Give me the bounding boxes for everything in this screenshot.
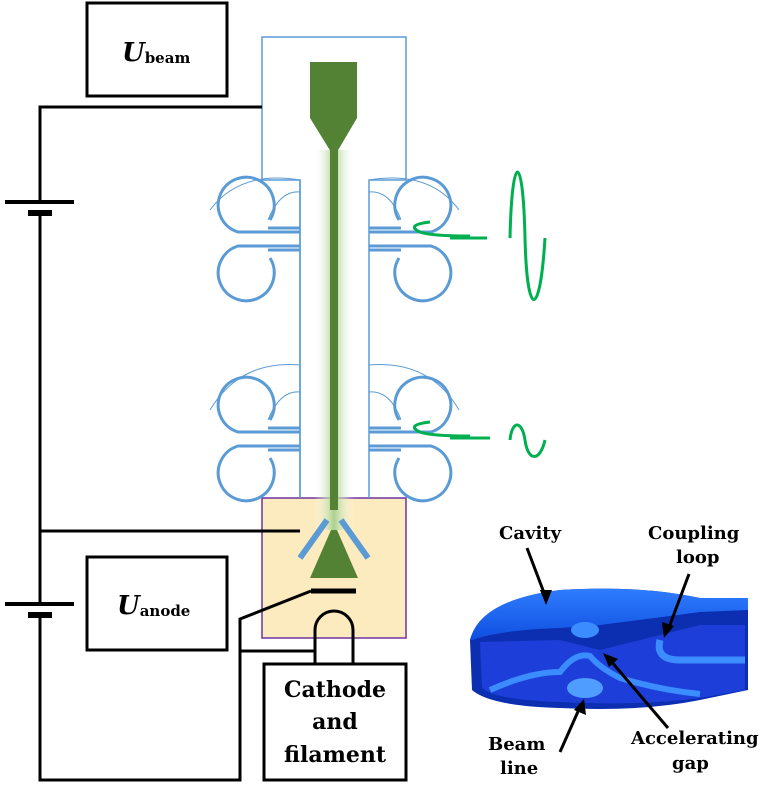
label-gap-line1: Accelerating [630, 728, 759, 749]
u-anode-label: Uanode [117, 591, 190, 621]
arrow-gap [608, 659, 670, 729]
arrow-beam-line [558, 706, 582, 753]
rf-input-signal [412, 420, 547, 458]
arrow-cavity [525, 547, 548, 599]
battery-beam [5, 200, 74, 216]
upper-cavity [209, 175, 460, 303]
label-cavity: Cavity [499, 523, 562, 544]
cathode-filament-box [262, 662, 408, 782]
lower-cavity [209, 364, 460, 503]
cathode-label-line2: and [312, 709, 358, 735]
label-beam-line1: Beam [488, 734, 545, 755]
cathode-label-line3: filament [284, 742, 387, 768]
rf-output-signal [412, 170, 547, 301]
cathode-label-line1: Cathode [284, 677, 386, 703]
circuit-wires [38, 105, 315, 782]
arrow-coupling [666, 573, 691, 631]
battery-anode [5, 602, 74, 618]
cavity-cross-section [470, 588, 748, 709]
label-coupling-line2: loop [676, 547, 719, 568]
u-anode-box [85, 555, 229, 652]
beam-cone-bottom [310, 530, 358, 578]
collector-tip [310, 62, 357, 152]
label-gap-line2: gap [672, 753, 709, 774]
filament-loop [313, 609, 355, 664]
u-beam-label: Ubeam [122, 38, 190, 68]
electron-beam [330, 150, 338, 510]
anode-plate-right [338, 518, 371, 560]
anode-plate-left [297, 518, 330, 560]
label-coupling-line1: Coupling [648, 523, 740, 544]
label-beam-line2: line [500, 758, 538, 779]
u-beam-box [85, 1, 229, 98]
